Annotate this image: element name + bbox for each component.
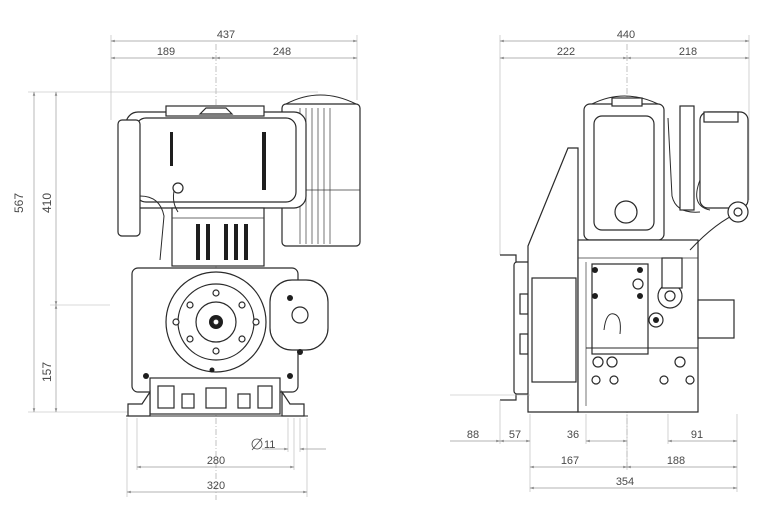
side-bottom-dimensions: 88 57 36 91 167 188 354 <box>450 394 738 492</box>
side-base-length-354-label: 354 <box>616 476 634 488</box>
side-view: 440 222 218 <box>450 29 750 492</box>
side-width-222-label: 222 <box>557 46 575 58</box>
front-mounting-feet <box>126 390 308 417</box>
side-top-dimensions: 440 222 218 <box>499 29 750 255</box>
front-foot-span-280-label: 280 <box>207 455 225 467</box>
front-bottom-dimensions: 11 280 320 <box>126 418 326 497</box>
front-top-dimensions: 437 189 248 <box>110 29 358 120</box>
front-height-410-label: 410 <box>40 193 54 213</box>
side-overhang-88-label: 88 <box>467 429 479 441</box>
side-dim-36-label: 36 <box>567 429 579 441</box>
side-engine-body <box>500 95 749 413</box>
side-dim-167-label: 167 <box>561 455 579 467</box>
front-engine-body <box>117 94 361 415</box>
front-height-dimensions: 567 410 157 <box>12 91 318 413</box>
front-width-437-label: 437 <box>217 29 235 41</box>
front-width-189-label: 189 <box>157 46 175 58</box>
side-dim-57-label: 57 <box>509 429 521 441</box>
front-height-157-label: 157 <box>40 362 54 382</box>
side-width-440-label: 440 <box>617 29 635 41</box>
front-view: 437 189 248 567 410 157 <box>12 29 361 500</box>
front-height-567-label: 567 <box>12 193 26 213</box>
front-hole-diameter-label: 11 <box>264 439 275 451</box>
front-base-width-320-label: 320 <box>207 480 225 492</box>
side-width-218-label: 218 <box>679 46 697 58</box>
side-dim-188-label: 188 <box>667 455 685 467</box>
side-dim-91-label: 91 <box>691 429 703 441</box>
front-width-248-label: 248 <box>273 46 291 58</box>
